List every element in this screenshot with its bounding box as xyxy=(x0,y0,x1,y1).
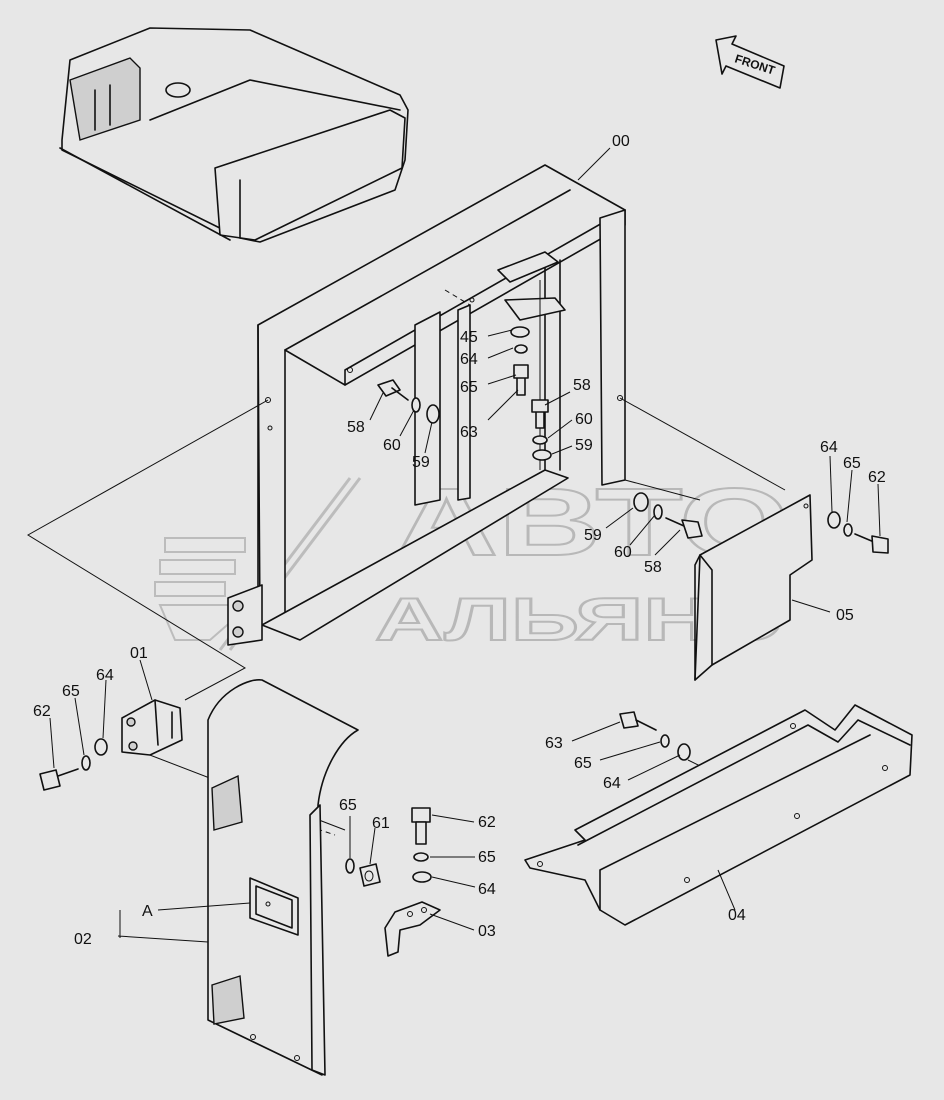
callout-04: 04 xyxy=(728,907,746,924)
callout-63: 63 xyxy=(460,424,478,441)
washer-60-right xyxy=(653,504,663,520)
callout-64: 64 xyxy=(478,881,496,898)
callout-01: 01 xyxy=(130,645,148,662)
callout-58: 58 xyxy=(573,377,591,394)
washer-64-right xyxy=(677,743,691,761)
callout-65: 65 xyxy=(478,849,496,866)
callout-labels: 00 45 64 65 63 58 60 59 58 60 59 59 60 5… xyxy=(33,133,886,948)
washer-65-top xyxy=(514,344,528,354)
callout-64: 64 xyxy=(820,439,838,456)
callout-61: 61 xyxy=(372,815,390,832)
callout-03: 03 xyxy=(478,923,496,940)
callout-63: 63 xyxy=(545,735,563,752)
washer-59-center xyxy=(532,449,552,461)
bracket-03 xyxy=(384,901,441,957)
callout-60: 60 xyxy=(575,411,593,428)
bracket-01 xyxy=(121,699,183,756)
callout-45: 45 xyxy=(460,329,478,346)
callout-64: 64 xyxy=(460,351,478,368)
washer-65-bottom xyxy=(345,858,355,874)
callout-62: 62 xyxy=(478,814,496,831)
callout-59: 59 xyxy=(412,454,430,471)
front-arrow-icon: FRONT xyxy=(715,35,785,89)
washer-65-right xyxy=(660,734,670,748)
callout-58: 58 xyxy=(347,419,365,436)
washer-64-bottom-center xyxy=(412,871,432,883)
callout-00: 00 xyxy=(612,133,630,150)
callout-65: 65 xyxy=(62,683,80,700)
main-frame-00 xyxy=(227,164,626,646)
cab-unit xyxy=(59,27,409,243)
washer-59-left xyxy=(426,404,440,424)
callout-58: 58 xyxy=(644,559,662,576)
callout-02: 02 xyxy=(74,931,92,948)
callout-65: 65 xyxy=(339,797,357,814)
callout-05: 05 xyxy=(836,607,854,624)
callout-A: A xyxy=(142,903,153,920)
washer-65-left xyxy=(81,755,91,771)
callout-65: 65 xyxy=(460,379,478,396)
washer-65-bottom-center xyxy=(413,852,429,862)
bolt-62-bottom xyxy=(411,807,431,845)
cover-panel-02 xyxy=(207,679,359,1076)
callout-leaders xyxy=(49,147,881,943)
washer-65-far-right xyxy=(843,523,853,537)
callout-62: 62 xyxy=(868,469,886,486)
washer-60-left xyxy=(411,397,421,413)
callout-59: 59 xyxy=(575,437,593,454)
washer-59-right xyxy=(633,492,649,512)
bolt-62-left xyxy=(39,768,79,791)
bolt-58-center xyxy=(531,399,549,429)
washer-64-far-right xyxy=(827,511,841,529)
bolt-63-top xyxy=(513,364,529,396)
callout-64: 64 xyxy=(96,667,114,684)
side-plate-05 xyxy=(694,494,813,681)
bolt-58-left xyxy=(377,379,409,401)
callout-59: 59 xyxy=(584,527,602,544)
callout-65: 65 xyxy=(843,455,861,472)
bolt-58-right xyxy=(665,517,703,539)
tray-04 xyxy=(524,704,913,926)
nut-61 xyxy=(359,863,381,887)
washer-64-left xyxy=(94,738,108,756)
bolt-62-far-right xyxy=(854,533,889,554)
washer-64-top xyxy=(510,326,530,338)
callout-60: 60 xyxy=(614,544,632,561)
callout-62: 62 xyxy=(33,703,51,720)
callout-64: 64 xyxy=(603,775,621,792)
callout-60: 60 xyxy=(383,437,401,454)
washer-60-center xyxy=(532,435,548,445)
fasteners xyxy=(39,326,889,887)
bolt-63-right xyxy=(619,711,657,731)
callout-65: 65 xyxy=(574,755,592,772)
